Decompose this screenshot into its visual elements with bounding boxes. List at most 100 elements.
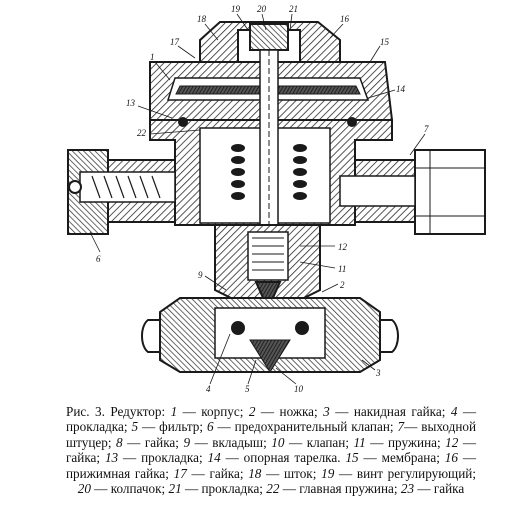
caption-item-number: 14 xyxy=(207,450,221,466)
caption-item-number: 11 xyxy=(353,434,366,450)
caption-item-text: мембрана; xyxy=(381,450,440,466)
callout-label: 12 xyxy=(338,242,348,252)
caption-item: 2 — ножка; xyxy=(248,404,318,419)
caption-item-number: 12 xyxy=(445,434,459,450)
caption-item-text: гайка xyxy=(433,481,465,497)
caption-item-number: 22 xyxy=(266,481,280,497)
caption-item-text: главная пружина; xyxy=(299,481,398,497)
caption-item: 4 — прокладка; xyxy=(66,404,477,435)
caption-item-text: гайка; xyxy=(209,465,244,481)
caption-item: 6 — предохранительный клапан; xyxy=(207,419,394,435)
caption-item-text: ножка; xyxy=(279,404,318,419)
caption-item-number: 4 xyxy=(450,404,458,419)
stem xyxy=(259,49,279,236)
caption-item: 5 — фильтр; xyxy=(131,419,204,435)
caption-item: 13 — прокладка; xyxy=(104,450,203,466)
caption-item: 20 — колпачок; xyxy=(77,481,166,497)
lower-valve-assembly xyxy=(214,224,321,301)
callout-label: 2 xyxy=(340,280,345,290)
caption-item-number: 23 xyxy=(400,481,415,497)
callout-label: 22 xyxy=(137,128,147,138)
caption-item: 1 — корпус; xyxy=(170,404,244,419)
caption-item-text: прокладка; xyxy=(66,419,128,435)
callout-label: 1 xyxy=(150,52,155,62)
callout-label: 19 xyxy=(231,4,241,14)
caption-item-text: клапан; xyxy=(306,434,350,450)
caption-item-number: 6 xyxy=(207,419,214,435)
caption-item-number: 15 xyxy=(345,450,359,466)
callout-labels: 18 19 20 21 16 17 1 15 13 14 22 7 6 12 1… xyxy=(96,4,429,394)
caption-item-text: прокладка; xyxy=(201,481,263,497)
caption-item: 19 — винт регулирующий; xyxy=(321,465,476,481)
caption-item-text: опорная тарелка. xyxy=(243,450,341,466)
callout-label: 13 xyxy=(126,98,136,108)
callout-label: 9 xyxy=(198,270,203,280)
caption-item-number: 5 xyxy=(131,419,139,435)
callout-label: 14 xyxy=(396,84,406,94)
caption-item-text: гайка; xyxy=(144,434,179,450)
caption-item: 15 — мембрана; xyxy=(345,450,440,466)
caption-item-text: гайка; xyxy=(66,450,101,466)
callout-label: 4 xyxy=(206,384,211,394)
caption-item: 12 — гайка; xyxy=(66,434,477,466)
caption-item-number: 1 xyxy=(170,404,178,419)
caption-item-number: 18 xyxy=(248,465,262,481)
callout-label: 7 xyxy=(424,124,429,134)
caption-item-text: выходной штуцер; xyxy=(66,419,477,450)
callout-label: 21 xyxy=(289,4,298,14)
top-cap-assembly xyxy=(199,21,341,63)
outlet-fitting xyxy=(339,149,486,235)
caption-item-number: 9 xyxy=(183,434,191,450)
union-nut xyxy=(141,297,399,373)
callout-label: 10 xyxy=(294,384,304,394)
caption-item: 21 — прокладка; xyxy=(168,481,263,497)
callout-label: 15 xyxy=(380,37,390,47)
caption-item: 14 — опорная тарелка. xyxy=(207,450,341,466)
callout-label: 3 xyxy=(375,368,381,378)
main-spring xyxy=(178,117,357,200)
caption-item-text: прокладка; xyxy=(141,450,203,466)
caption-item: 10 — клапан; xyxy=(271,434,350,450)
callout-label: 18 xyxy=(197,14,207,24)
callout-label: 16 xyxy=(340,14,350,24)
caption-item-number: 8 xyxy=(116,434,123,450)
caption-item-text: винт регулирующий; xyxy=(356,465,476,481)
callout-label: 17 xyxy=(170,37,180,47)
caption-item-text: прижимная гайка; xyxy=(66,465,169,481)
caption-item-number: 3 xyxy=(323,404,330,419)
left-safety-valve xyxy=(67,149,176,235)
caption-item-number: 10 xyxy=(271,434,285,450)
caption-item-text: вкладыш; xyxy=(212,434,267,450)
caption-item: 23 — гайка xyxy=(400,481,465,497)
caption-item-text: пружина; xyxy=(388,434,441,450)
caption-item-text: шток; xyxy=(283,465,317,481)
callouts xyxy=(89,13,426,385)
caption-item-text: предохранительный клапан; xyxy=(234,419,394,435)
caption-item: 7— выходной штуцер; xyxy=(66,419,477,450)
figure-caption: Рис. 3. Редуктор: 1 — корпус; 2 — ножка;… xyxy=(66,404,476,496)
caption-item-number: 7 xyxy=(397,419,405,435)
caption-item: 22 — главная пружина; xyxy=(266,481,398,497)
caption-item: 8 — гайка; xyxy=(116,434,179,450)
callout-label: 5 xyxy=(245,384,250,394)
caption-item: 3 — накидная гайка; xyxy=(323,404,446,419)
caption-item-number: 17 xyxy=(173,465,187,481)
caption-item: 11 — пружина; xyxy=(353,434,441,450)
callout-label: 11 xyxy=(338,264,346,274)
caption-item: 17 — гайка; xyxy=(173,465,244,481)
caption-item-number: 13 xyxy=(104,450,119,466)
callout-label: 6 xyxy=(96,254,101,264)
caption-item: 18 — шток; xyxy=(248,465,317,481)
caption-item: 16 — прижимная гайка; xyxy=(66,450,477,481)
caption-item-number: 2 xyxy=(248,404,256,419)
caption-item-text: накидная гайка; xyxy=(353,404,446,419)
caption-item-text: фильтр; xyxy=(159,419,204,435)
caption-item-text: колпачок; xyxy=(110,481,166,497)
caption-item-number: 21 xyxy=(168,481,182,497)
caption-item-number: 16 xyxy=(444,450,458,466)
caption-item-number: 19 xyxy=(321,465,335,481)
caption-item: 9 — вкладыш; xyxy=(183,434,267,450)
caption-lead: Рис. 3. Редуктор: xyxy=(66,404,166,419)
reducer-diagram: 18 19 20 21 16 17 1 15 13 14 22 7 6 12 1… xyxy=(67,4,486,394)
callout-label: 20 xyxy=(257,4,267,14)
